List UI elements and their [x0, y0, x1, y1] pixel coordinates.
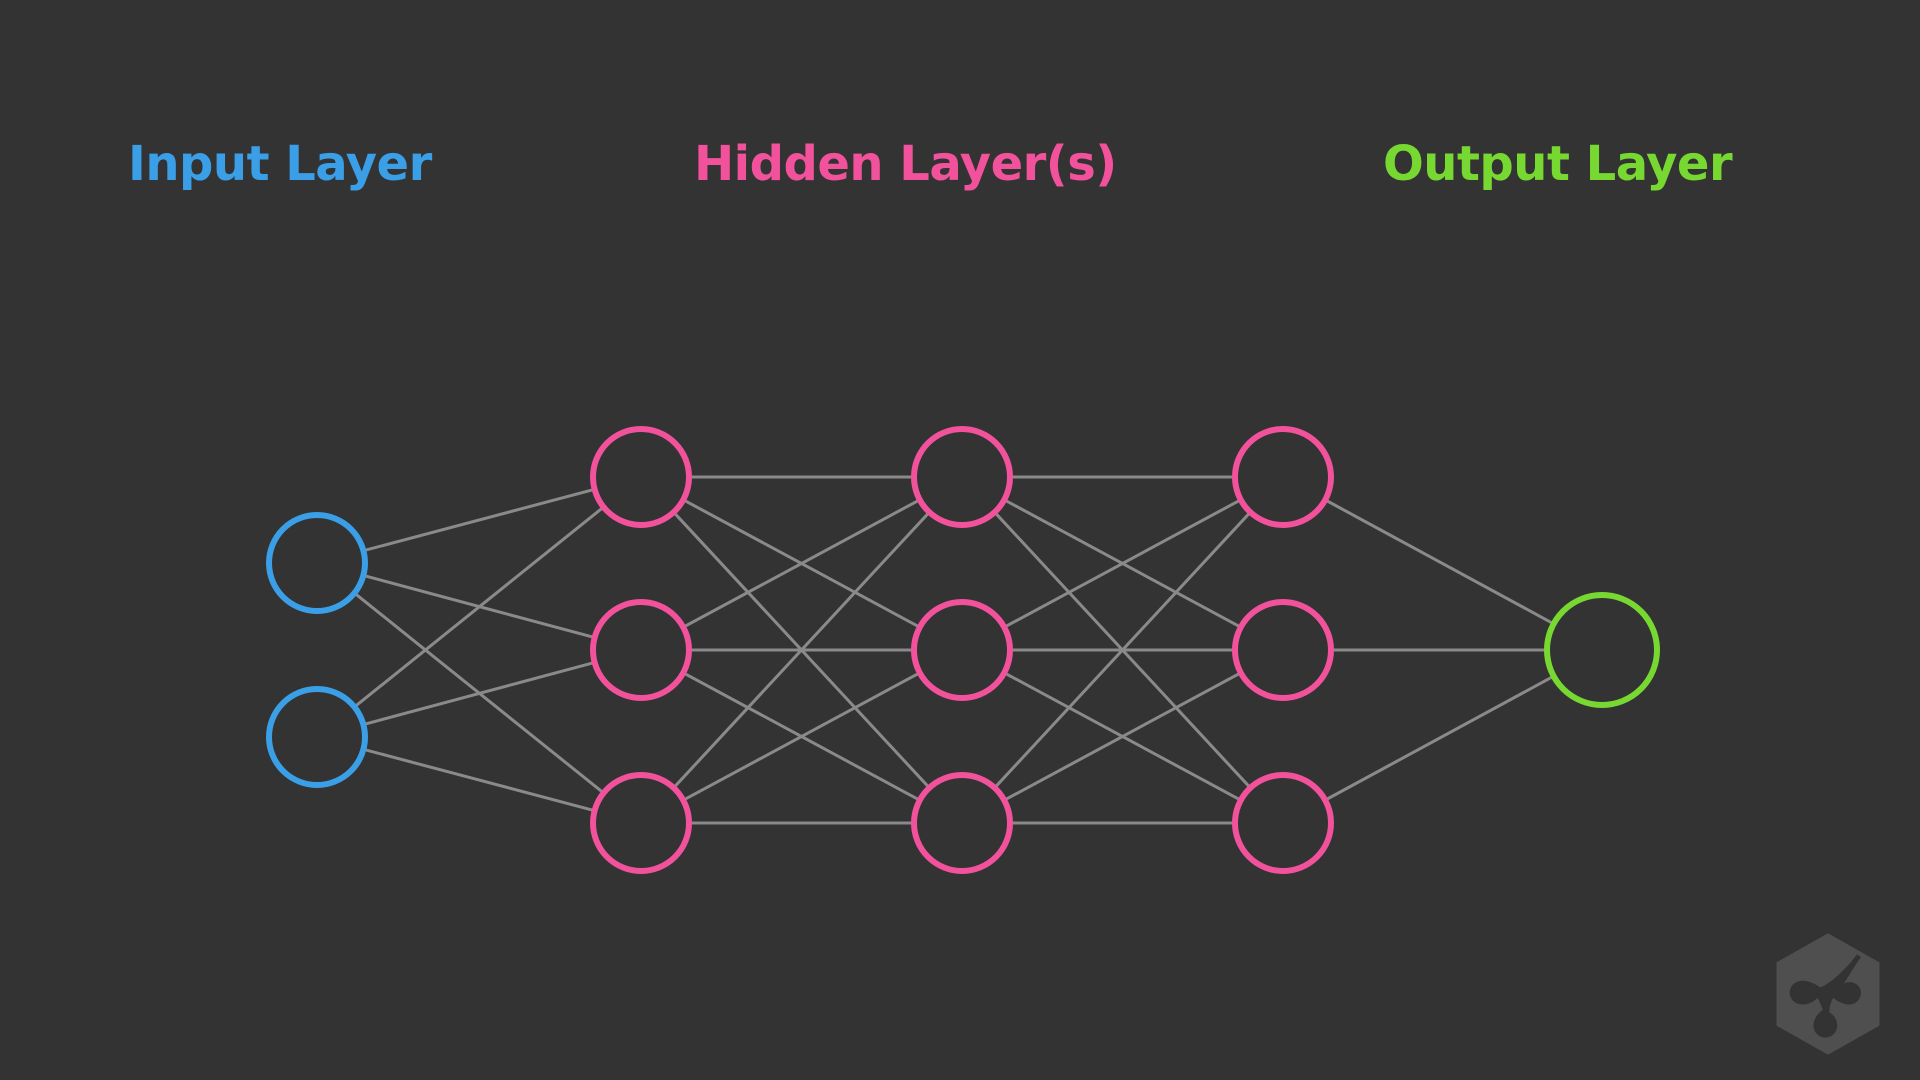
neuron-node-h2a — [911, 426, 1013, 528]
connection-edge — [681, 498, 922, 629]
connection-edge — [672, 510, 931, 790]
neuron-node-h1c — [590, 772, 692, 874]
watermark-neuron-glyph — [1789, 954, 1861, 1038]
neuron-node-i1 — [266, 512, 368, 614]
neuron-node-h3a — [1232, 426, 1334, 528]
connection-edge — [352, 505, 606, 709]
connection-edge — [1323, 498, 1556, 626]
neuron-node-h2c — [911, 772, 1013, 874]
neuron-node-o1 — [1544, 592, 1660, 708]
nodes-group — [266, 426, 1660, 874]
neuron-node-h3b — [1232, 599, 1334, 701]
connection-edge — [681, 671, 922, 802]
connection-edge — [361, 747, 597, 813]
hexagon-neuron-logo-icon — [1776, 933, 1880, 1055]
connection-edge — [1002, 671, 1243, 802]
connection-edge — [1002, 498, 1243, 629]
neuron-node-i2 — [266, 686, 368, 788]
neuron-node-h2b — [911, 599, 1013, 701]
layer-label-input: Input Layer — [128, 136, 432, 192]
layer-label-hidden: Hidden Layer(s) — [694, 136, 1117, 192]
neuron-node-h1a — [590, 426, 692, 528]
layer-label-output: Output Layer — [1383, 136, 1733, 192]
connection-edge — [993, 510, 1252, 790]
connection-edge — [361, 487, 597, 553]
neuron-node-h3c — [1232, 772, 1334, 874]
neuron-node-h1b — [590, 599, 692, 701]
connection-edge — [361, 660, 597, 727]
connection-edge — [1323, 674, 1556, 802]
edges-group — [352, 475, 1556, 825]
